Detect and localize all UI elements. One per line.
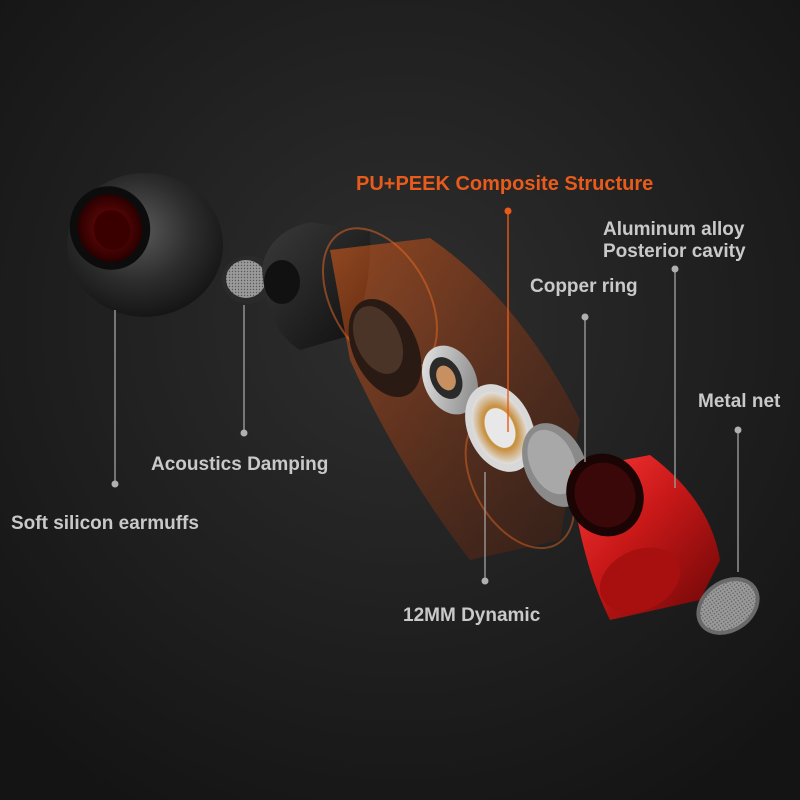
metal-net-graphic [696, 577, 760, 635]
label-soft-silicon-earmuffs: Soft silicon earmuffs [11, 513, 199, 534]
label-acoustics-damping: Acoustics Damping [151, 454, 329, 475]
label-copper-ring: Copper ring [530, 276, 638, 297]
label-composite-structure: PU+PEEK Composite Structure [356, 173, 654, 195]
aluminum-cavity-graphic [566, 453, 720, 620]
damping-filter-graphic [222, 256, 274, 304]
label-dynamic-driver: 12MM Dynamic [403, 605, 541, 626]
label-aluminum-alloy: Aluminum alloy [603, 219, 745, 240]
leader-lines [114, 212, 739, 580]
copper-ring-graphic [421, 345, 479, 415]
dynamic-driver-graphic [465, 384, 535, 472]
leader-dots [111, 207, 742, 585]
label-metal-net: Metal net [698, 391, 781, 412]
label-posterior-cavity: Posterior cavity [603, 241, 746, 262]
ear-tip-graphic [67, 173, 223, 317]
inner-chamber-graphic [348, 298, 422, 398]
